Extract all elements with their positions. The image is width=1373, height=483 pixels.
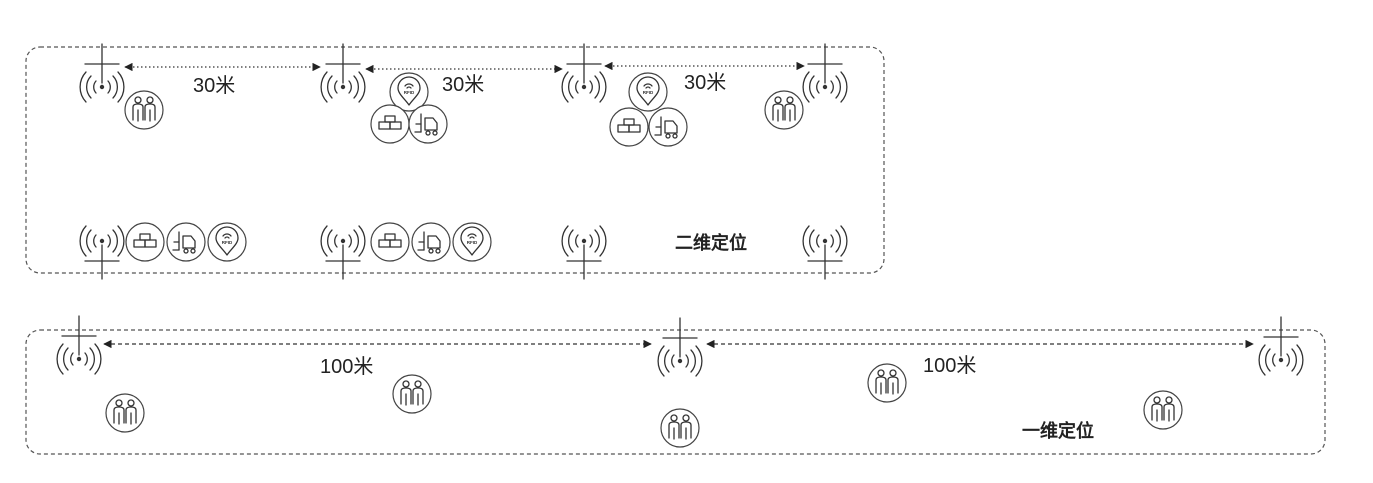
people-icon [124, 90, 164, 130]
boxes-icon [370, 222, 410, 262]
people-icon [660, 408, 700, 448]
rfid-tag-icon [207, 222, 247, 262]
distance-label: 30米 [193, 74, 235, 97]
forklift-icon [408, 104, 448, 144]
people-icon [105, 393, 145, 433]
two-d-zone-border [25, 46, 885, 274]
antenna-icon [320, 43, 366, 103]
antenna-icon [1258, 316, 1304, 376]
distance-label: 30米 [442, 73, 484, 96]
one-d-zone-border [25, 329, 1326, 455]
antenna-icon [802, 43, 848, 103]
antenna-icon [657, 317, 703, 377]
people-icon [1143, 390, 1183, 430]
one-d-zone: 100米 100米 一维定位 [25, 315, 1326, 455]
people-icon [867, 363, 907, 403]
zone-label: 一维定位 [1022, 420, 1094, 441]
distance-label: 100米 [320, 355, 373, 378]
antenna-icon [320, 225, 366, 280]
antenna-icon [802, 225, 848, 280]
boxes-icon [609, 107, 649, 147]
zone-label: 二维定位 [675, 232, 747, 253]
forklift-icon [411, 222, 451, 262]
forklift-icon [166, 222, 206, 262]
distance-label: 30米 [684, 71, 726, 94]
boxes-icon [370, 104, 410, 144]
antenna-icon [561, 43, 607, 103]
people-icon [392, 374, 432, 414]
rfid-tag-icon [452, 222, 492, 262]
rfid-tag-icon [628, 72, 668, 112]
antenna-icon [79, 225, 125, 280]
antenna-icon [79, 43, 125, 103]
forklift-icon [648, 107, 688, 147]
two-d-zone: 30米 30米 30米 二维定位 [25, 43, 885, 280]
boxes-icon [125, 222, 165, 262]
antenna-icon [56, 315, 102, 375]
distance-label: 100米 [923, 354, 976, 377]
people-icon [764, 90, 804, 130]
antenna-icon [561, 225, 607, 280]
